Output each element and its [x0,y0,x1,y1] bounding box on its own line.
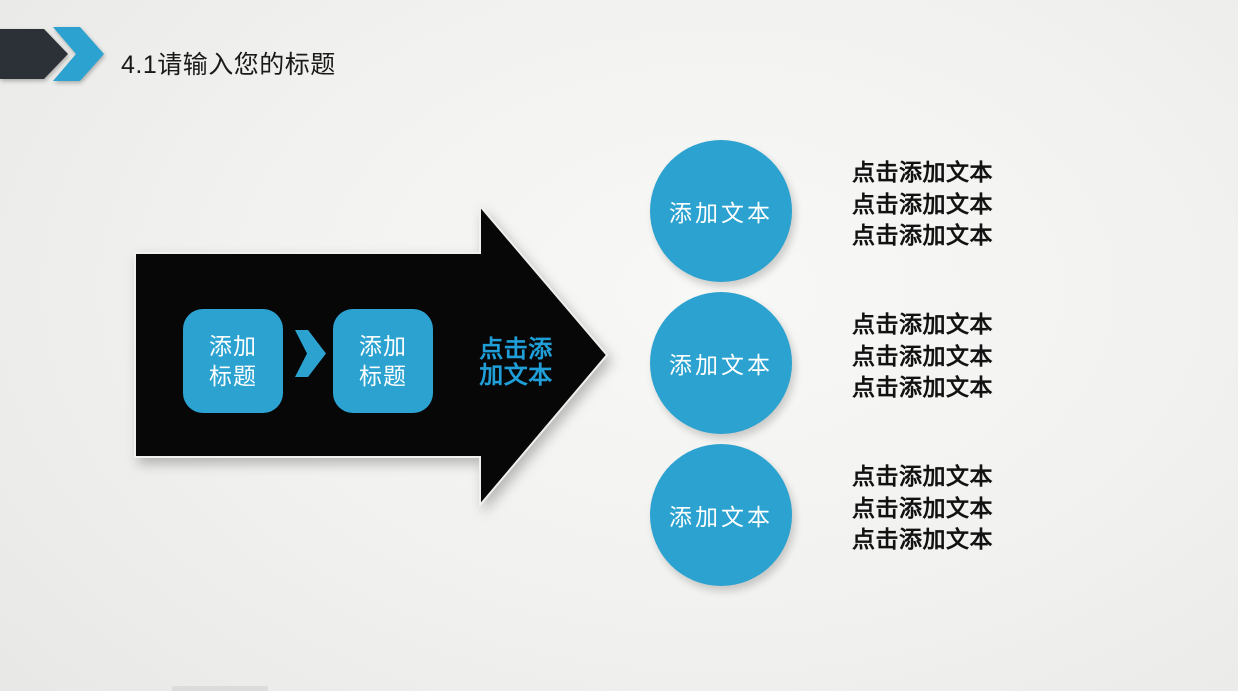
chevron-right-icon [295,330,326,377]
text-line[interactable]: 点击添加文本 [852,374,993,400]
text-group-1[interactable]: 点击添加文本 点击添加文本 点击添加文本 [852,157,1012,252]
header-chevron-decoration [0,27,104,81]
circle-label-2-text: 添加文本 [669,352,773,378]
circle-label-1[interactable]: 添加文本 [650,140,792,282]
circle-label-3-text: 添加文本 [669,504,773,530]
step-box-2[interactable]: 添加 标题 [333,309,433,413]
text-group-2[interactable]: 点击添加文本 点击添加文本 点击添加文本 [852,309,1012,404]
text-line[interactable]: 点击添加文本 [852,494,993,521]
circle-label-2[interactable]: 添加文本 [650,292,792,434]
bottom-edge-fragment [172,686,268,691]
step-box-1[interactable]: 添加 标题 [183,309,283,413]
page-title: 4.1请输入您的标题 [121,51,336,79]
circle-label-3[interactable]: 添加文本 [650,444,792,586]
step-box-2-label: 添加 标题 [359,333,407,389]
text-line[interactable]: 点击添加文本 [852,526,993,552]
text-line[interactable]: 点击添加文本 [852,311,993,337]
text-line[interactable]: 点击添加文本 [852,222,993,248]
text-line[interactable]: 点击添加文本 [852,190,993,217]
arrow-note-text[interactable]: 点击添 加文本 [479,336,553,389]
text-line[interactable]: 点击添加文本 [852,463,993,489]
step-box-1-label: 添加 标题 [209,333,257,389]
circle-label-1-text: 添加文本 [669,200,773,226]
text-group-3[interactable]: 点击添加文本 点击添加文本 点击添加文本 [852,461,1012,556]
dark-arrow-icon [0,29,68,79]
text-line[interactable]: 点击添加文本 [852,159,993,185]
blue-chevron-icon [53,27,104,81]
text-line[interactable]: 点击添加文本 [852,342,993,369]
